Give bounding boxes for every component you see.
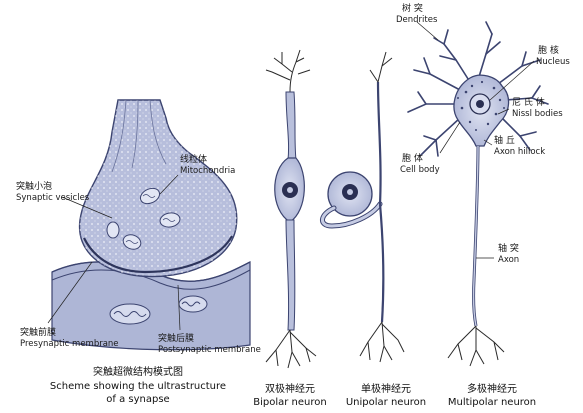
cell-body-label-zh: 胞 体 bbox=[402, 154, 423, 164]
bipolar-neuron bbox=[265, 49, 317, 369]
axon-label-zh: 轴 突 bbox=[498, 244, 519, 254]
synapse-diagram bbox=[47, 99, 251, 351]
multipolar-caption-zh: 多极神经元 bbox=[467, 384, 517, 395]
synapse-caption-en-line1: Scheme showing the ultrastructure bbox=[49, 381, 227, 392]
postsynaptic-mitochondria bbox=[109, 295, 208, 325]
bipolar-caption-zh: 双极神经元 bbox=[265, 384, 315, 395]
synapse-caption-en-line2: of a synapse bbox=[106, 394, 170, 405]
synaptic-vesicles-label-zh: 突触小泡 bbox=[16, 182, 53, 192]
mitochondria-label-zh: 线粒体 bbox=[180, 155, 208, 165]
nissl-bodies bbox=[457, 80, 505, 131]
dendrites-label-en: Dendrites bbox=[396, 15, 438, 25]
nissl-label-zh: 尼 氏 体 bbox=[512, 98, 545, 108]
dendrites bbox=[407, 21, 549, 157]
axon-hillock-label-en: Axon hillock bbox=[494, 147, 546, 157]
postsynaptic-membrane-label-en: Postsynaptic membrane bbox=[158, 345, 261, 355]
dendrites-label-zh: 树 突 bbox=[402, 4, 423, 14]
nucleus-label-en: Nucleus bbox=[536, 57, 570, 67]
presynaptic-membrane bbox=[83, 235, 233, 274]
nissl-label-en: Nissl bodies bbox=[512, 109, 563, 119]
unipolar-neuron bbox=[320, 51, 405, 363]
presynaptic-membrane-label-zh: 突触前膜 bbox=[20, 328, 57, 338]
nucleus-label-zh: 胞 核 bbox=[538, 46, 559, 56]
synapse-caption-zh: 突触超微结构模式图 bbox=[93, 367, 183, 378]
presynaptic-membrane-label-en: Presynaptic membrane bbox=[20, 339, 119, 349]
axon-label-en: Axon bbox=[498, 255, 520, 265]
unipolar-caption-en: Unipolar neuron bbox=[345, 397, 427, 408]
axon-hillock-label-zh: 轴 丘 bbox=[494, 136, 515, 146]
unipolar-caption-zh: 单极神经元 bbox=[361, 384, 411, 395]
bipolar-caption-en: Bipolar neuron bbox=[253, 397, 327, 408]
mitochondria-label-en: Mitochondria bbox=[180, 166, 236, 176]
multipolar-neuron bbox=[407, 21, 549, 367]
cell-body-label-en: Cell body bbox=[400, 165, 440, 175]
synaptic-vesicles-label-en: Synaptic vesicles bbox=[16, 193, 90, 203]
postsynaptic-membrane-label-zh: 突触后膜 bbox=[158, 334, 195, 344]
multipolar-caption-en: Multipolar neuron bbox=[447, 397, 537, 408]
